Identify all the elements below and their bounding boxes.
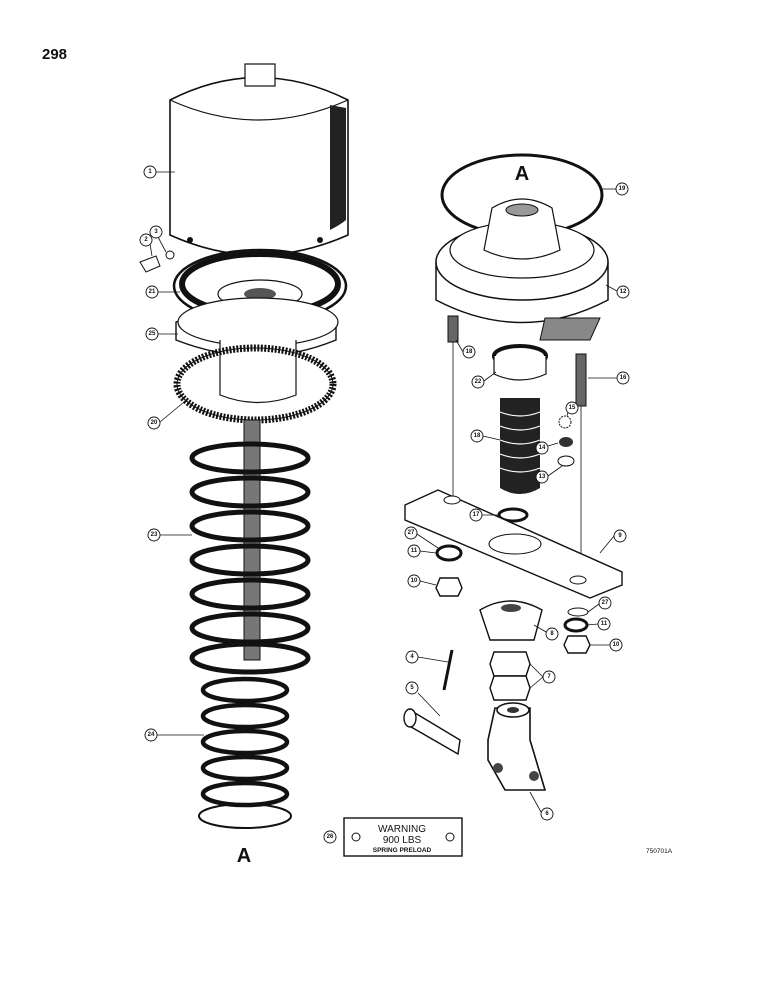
callout-7: 7	[542, 670, 556, 684]
housing	[435, 198, 609, 341]
callout-3: 3	[149, 225, 163, 239]
callout-24: 24	[144, 728, 158, 742]
svg-text:21: 21	[149, 289, 156, 295]
right-housing-assembly: A	[343, 153, 623, 857]
svg-text:18: 18	[474, 433, 481, 439]
svg-text:26: 26	[327, 834, 334, 840]
callout-22: 22	[471, 375, 485, 389]
callout-20: 20	[147, 416, 161, 430]
spring-retainer	[175, 297, 339, 404]
svg-text:11: 11	[411, 548, 418, 554]
svg-text:7: 7	[547, 674, 551, 680]
callout-27-right: 27	[598, 596, 612, 610]
outer-spring	[189, 441, 311, 675]
callout-10-right: 10	[609, 638, 623, 652]
svg-text:19: 19	[619, 186, 626, 192]
svg-text:20: 20	[151, 420, 158, 426]
callout-4: 4	[405, 650, 419, 664]
figure-code: 750701A	[646, 848, 673, 855]
svg-text:10: 10	[613, 642, 620, 648]
svg-text:27: 27	[602, 600, 609, 606]
callout-11-left: 11	[407, 544, 421, 558]
callout-21: 21	[145, 285, 159, 299]
callout-13: 13	[535, 470, 549, 484]
callout-2: 2	[139, 233, 153, 247]
warning-line-2: 900 LBS	[383, 835, 422, 846]
svg-text:3: 3	[154, 229, 158, 235]
cylinder-cap	[169, 63, 349, 256]
callout-9: 9	[613, 529, 627, 543]
svg-text:8: 8	[550, 631, 554, 637]
view-letter-right: A	[515, 163, 529, 185]
svg-text:12: 12	[620, 289, 627, 295]
callout-6: 6	[540, 807, 554, 821]
svg-text:14: 14	[539, 445, 546, 451]
callout-17: 17	[469, 508, 483, 522]
callout-15: 15	[565, 401, 579, 415]
page-number: 298	[42, 46, 68, 63]
callout-25: 25	[145, 327, 159, 341]
callout-27-left: 27	[404, 526, 418, 540]
callout-14: 14	[535, 441, 549, 455]
svg-text:17: 17	[473, 512, 480, 518]
bellows-boot	[499, 398, 541, 494]
svg-text:5: 5	[410, 685, 414, 691]
svg-text:6: 6	[545, 811, 549, 817]
svg-text:1: 1	[148, 169, 152, 175]
svg-text:25: 25	[149, 331, 156, 337]
callout-18-boot: 18	[470, 429, 484, 443]
svg-text:15: 15	[569, 405, 576, 411]
svg-text:16: 16	[620, 375, 627, 381]
callout-5: 5	[405, 681, 419, 695]
svg-text:2: 2	[144, 237, 148, 243]
svg-text:22: 22	[475, 379, 482, 385]
inner-spring	[200, 676, 290, 808]
callout-12: 12	[616, 285, 630, 299]
callout-16: 16	[616, 371, 630, 385]
clevis	[487, 702, 547, 791]
callout-23: 23	[147, 528, 161, 542]
callout-1: 1	[143, 165, 157, 179]
warning-line-3: SPRING PRELOAD	[373, 847, 432, 854]
svg-text:9: 9	[618, 533, 622, 539]
callouts: 1 2 3 21 25 20 23 24 19 12 18 22 16 15 1…	[139, 165, 630, 844]
warning-line-1: WARNING	[378, 824, 426, 835]
svg-text:10: 10	[411, 578, 418, 584]
left-spring-assembly: A	[139, 63, 349, 867]
svg-text:24: 24	[148, 732, 155, 738]
svg-text:13: 13	[539, 474, 546, 480]
view-letter-left: A	[237, 845, 251, 867]
mounting-plate	[404, 489, 623, 599]
callout-10-left: 10	[407, 574, 421, 588]
warning-plate: WARNING 900 LBS SPRING PRELOAD	[343, 817, 463, 857]
svg-text:18: 18	[466, 349, 473, 355]
svg-text:27: 27	[408, 530, 415, 536]
callout-19: 19	[615, 182, 629, 196]
svg-text:4: 4	[410, 654, 414, 660]
callout-11-right: 11	[597, 617, 611, 631]
svg-text:23: 23	[151, 532, 158, 538]
callout-26: 26	[323, 830, 337, 844]
callout-8: 8	[545, 627, 559, 641]
svg-text:11: 11	[601, 621, 608, 627]
callout-18-stud: 18	[462, 345, 476, 359]
